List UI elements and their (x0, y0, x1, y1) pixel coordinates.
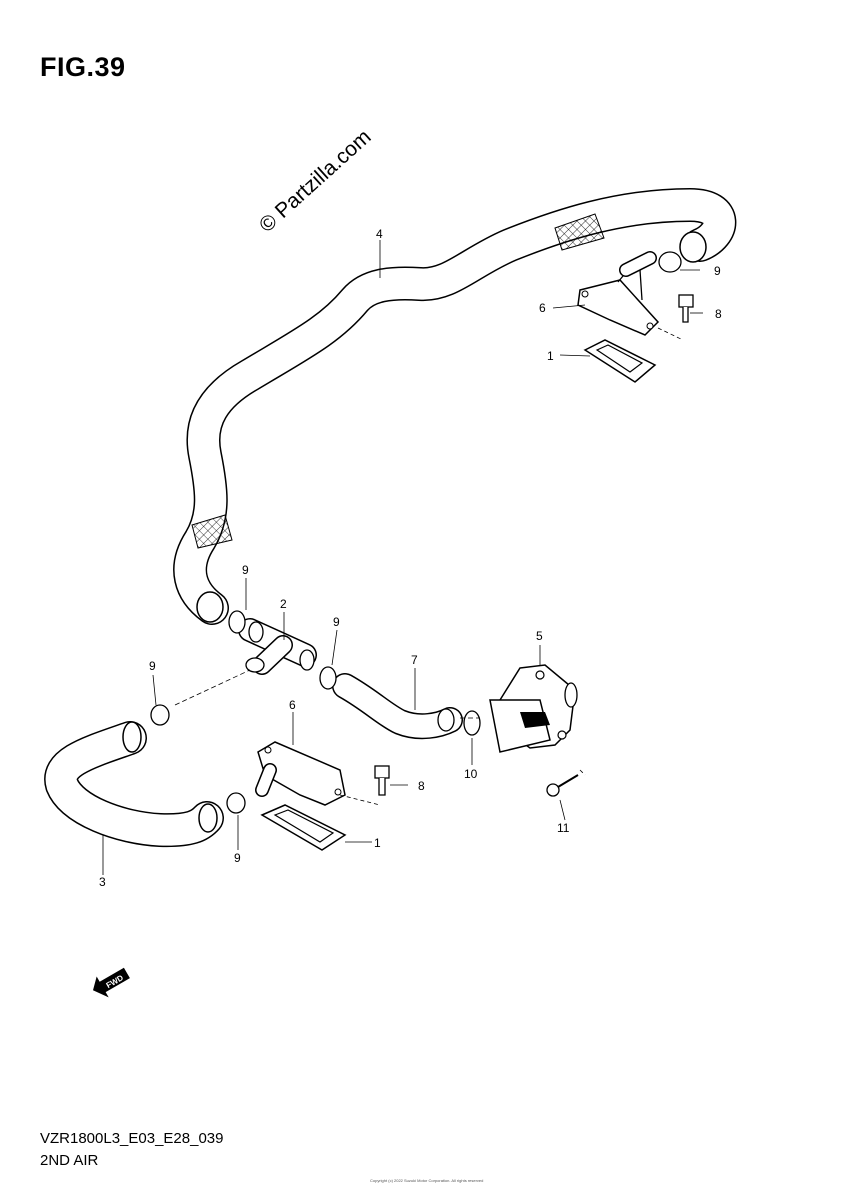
gasket-part-1-upper[interactable] (583, 339, 657, 383)
callout-labels: 4 2 7 5 6 6 1 9 8 8 1 3 11 10 9 9 9 9 (99, 227, 722, 889)
callout-3: 3 (99, 875, 106, 889)
hose-part-7[interactable] (332, 673, 463, 740)
callout-5: 5 (536, 629, 543, 643)
callout-1-lower: 1 (374, 836, 381, 850)
callout-9-upper: 9 (714, 264, 721, 278)
callout-9-b: 9 (333, 615, 340, 629)
callout-6-lower: 6 (289, 698, 296, 712)
callout-11: 11 (557, 821, 570, 835)
clamp-part-9-a[interactable] (228, 610, 246, 634)
screw-part-11[interactable] (546, 774, 579, 797)
bolt-part-8-upper[interactable] (678, 294, 694, 323)
clamp-part-9-b[interactable] (319, 666, 337, 690)
callout-8-lower: 8 (418, 779, 425, 793)
diagram-subtitle: 2ND AIR (40, 1152, 99, 1169)
hose-part-3[interactable] (44, 721, 224, 848)
fwd-arrow-icon: FWD (93, 967, 130, 998)
callout-8-upper: 8 (715, 307, 722, 321)
hose-part-4[interactable] (173, 188, 737, 625)
callout-9-a: 9 (242, 563, 249, 577)
figure-title: FIG.39 (40, 52, 126, 82)
callout-7: 7 (411, 653, 418, 667)
reed-cover-part-6-lower[interactable] (255, 741, 346, 806)
callout-9-d: 9 (234, 851, 241, 865)
clamp-part-10[interactable] (463, 710, 481, 736)
clamp-part-9-d[interactable] (226, 792, 246, 814)
callout-1-upper: 1 (547, 349, 554, 363)
diagram-code: VZR1800L3_E03_E28_039 (40, 1130, 224, 1147)
valve-part-5[interactable] (489, 664, 578, 753)
bolt-part-8-lower[interactable] (374, 765, 390, 796)
callout-10: 10 (464, 767, 478, 781)
clamp-part-9-e[interactable] (658, 251, 682, 273)
leader-lines (102, 240, 703, 875)
callout-2: 2 (280, 597, 287, 611)
callout-4: 4 (376, 227, 383, 241)
gasket-part-1-lower[interactable] (260, 804, 347, 851)
callout-6-upper: 6 (539, 301, 546, 315)
t-joint-part-2[interactable] (238, 618, 317, 675)
copyright-note: Copyright (c) 2022 Suzuki Motor Corporat… (370, 1178, 484, 1183)
clamp-part-9-c[interactable] (150, 704, 170, 726)
callout-9-c: 9 (149, 659, 156, 673)
reed-cover-part-6-upper[interactable] (577, 251, 660, 336)
